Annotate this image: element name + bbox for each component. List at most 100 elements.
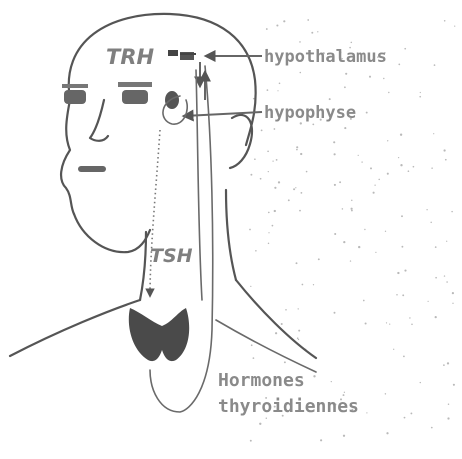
stipple-dot	[250, 440, 252, 442]
stipple-dot	[272, 225, 274, 227]
stipple-dot	[296, 149, 298, 151]
hypophyse-label: hypophyse	[264, 103, 356, 123]
stipple-dot	[448, 403, 449, 404]
stipple-dot	[397, 272, 399, 274]
thyroid-gland	[129, 308, 189, 361]
stipple-dot	[333, 141, 335, 143]
stipple-dot	[329, 98, 331, 100]
stipple-dot	[404, 48, 406, 50]
stipple-dot	[409, 317, 410, 318]
stipple-dot	[268, 232, 269, 233]
stipple-dot	[435, 316, 437, 318]
stipple-dot	[295, 187, 296, 188]
stipple-dot	[277, 90, 278, 91]
hypophyse-pointer	[184, 112, 262, 116]
stipple-dot	[402, 294, 404, 296]
stipple-dot	[426, 209, 427, 210]
stipple-dot	[454, 25, 455, 26]
stipple-dot	[358, 155, 359, 156]
stipple-dot	[366, 112, 368, 114]
stipple-dot	[447, 362, 449, 364]
right-shoulder	[236, 280, 316, 358]
stipple-dot	[334, 184, 336, 186]
stipple-dot	[266, 28, 268, 30]
stipple-dot	[249, 229, 251, 231]
stipple-dot	[253, 98, 255, 100]
stipple-dot	[284, 361, 286, 363]
stipple-dot	[299, 210, 301, 212]
stipple-dot	[296, 146, 298, 148]
stipple-dot	[401, 215, 403, 217]
trh-label: TRH	[106, 45, 154, 69]
stipple-dot	[344, 392, 345, 393]
stipple-dot	[443, 364, 445, 366]
stipple-dot	[274, 128, 276, 130]
stipple-dot	[253, 357, 255, 359]
stipple-dot	[420, 382, 421, 383]
hormones-label-line1: Hormones	[218, 370, 305, 391]
stipple-dot	[334, 233, 336, 235]
stipple-dot	[320, 439, 322, 441]
stipple-dot	[296, 262, 298, 264]
left-shoulder	[10, 300, 140, 356]
stipple-dot	[385, 231, 386, 232]
stipple-dot	[266, 418, 267, 419]
stipple-dot	[452, 303, 453, 304]
stipple-dot	[272, 160, 273, 161]
stipple-dot	[387, 140, 388, 141]
stipple-dot	[297, 337, 299, 339]
ear-outline	[230, 115, 252, 168]
stipple-dot	[400, 134, 402, 136]
stipple-dot	[254, 158, 256, 160]
stipple-dot	[370, 167, 372, 169]
stipple-dot	[435, 246, 437, 248]
stipple-dot	[285, 309, 287, 311]
stipple-dot	[351, 210, 353, 212]
stipple-dot	[435, 277, 437, 279]
stipple-dot	[306, 171, 308, 173]
stipple-dot	[344, 127, 346, 129]
stipple-dot	[444, 275, 445, 276]
stipple-dot	[400, 164, 402, 166]
stipple-dot	[259, 423, 261, 425]
right-eye	[118, 82, 152, 104]
stipple-dot	[375, 252, 376, 253]
stipple-dot	[298, 339, 299, 340]
stipple-dot	[446, 281, 448, 283]
stipple-dot	[281, 323, 283, 325]
tsh-arrow	[150, 130, 160, 296]
stipple-dot	[288, 199, 290, 201]
stipple-dot	[388, 92, 389, 93]
hypothalamus-marker	[168, 50, 196, 60]
stipple-dot	[403, 356, 405, 358]
stipple-dot	[275, 332, 277, 334]
stipple-dot	[298, 308, 299, 309]
stipple-dot	[343, 241, 345, 243]
left-eye	[62, 84, 88, 104]
stipple-dot	[300, 72, 302, 74]
stipple-dot	[444, 20, 446, 22]
stipple-dot	[431, 167, 433, 169]
stipple-dot	[276, 24, 278, 26]
stipple-dot	[430, 222, 431, 223]
stipple-dot	[411, 324, 413, 326]
stipple-dot	[434, 64, 436, 66]
stipple-dot	[260, 178, 262, 180]
stipple-dot	[387, 173, 389, 175]
stipple-dot	[283, 20, 285, 22]
stipple-dot	[334, 312, 336, 314]
stipple-dot	[300, 153, 302, 155]
stipple-dot	[317, 31, 318, 32]
stipple-dot	[373, 192, 375, 194]
stipple-dot	[339, 181, 341, 183]
stipple-dot	[343, 435, 345, 437]
stipple-dot	[404, 270, 406, 272]
stipple-dot	[446, 241, 447, 242]
stipple-dot	[250, 174, 252, 176]
hypothalamus-label: hypothalamus	[264, 47, 387, 67]
stipple-dot	[420, 92, 421, 93]
stipple-dot	[445, 159, 447, 161]
stipple-dot	[452, 292, 454, 294]
stipple-dot	[279, 83, 281, 85]
tsh-label: TSH	[150, 245, 193, 267]
